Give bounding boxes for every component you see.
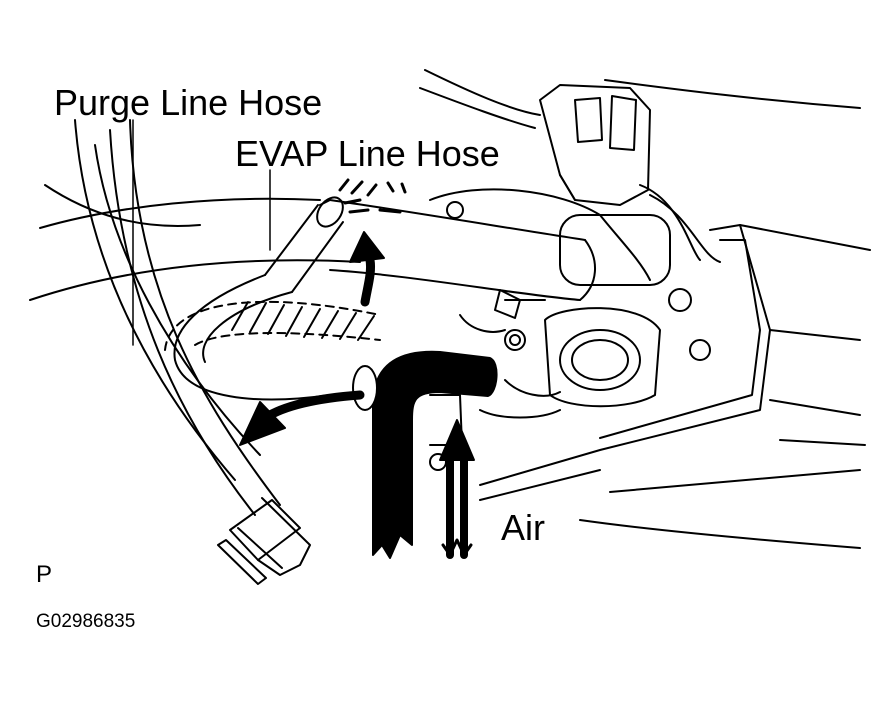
vsv-assembly	[429, 84, 871, 549]
evap-line-hose-label: EVAP Line Hose	[235, 133, 500, 174]
curved-arrow-icon	[239, 231, 385, 446]
figure-id-label: G02986835	[36, 611, 136, 632]
purge-line-hose-label: Purge Line Hose	[54, 82, 323, 123]
purge-hose-end	[173, 196, 344, 401]
up-arrow-icon	[439, 419, 475, 559]
view-code-label: P	[36, 561, 53, 588]
purge-line-hose	[109, 119, 311, 585]
evap-line-hose	[319, 199, 597, 301]
phantom-hose	[164, 300, 381, 351]
air-leak-icon	[338, 178, 407, 214]
connected-hose	[352, 350, 498, 559]
air-label: Air	[501, 507, 545, 548]
